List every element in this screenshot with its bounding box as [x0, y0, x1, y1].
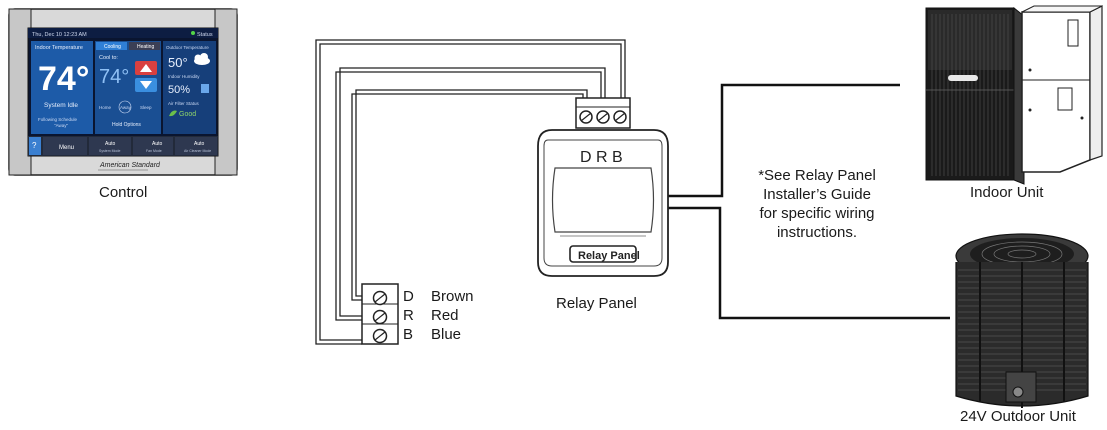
note-line-2: Installer’s Guide [763, 186, 871, 203]
control-datetime: Thu, Dec 10 12:23 AM [32, 32, 87, 38]
terminal-letter-r: R [403, 307, 414, 324]
fan-mode-label: Fan Mode [146, 149, 162, 153]
help-button[interactable] [29, 137, 41, 155]
brand-logo: American Standard [99, 162, 161, 169]
outdoor-temp-title: Outdoor Temperature [166, 45, 209, 50]
note-line-4: instructions. [776, 224, 858, 241]
outdoor-unit-label: 24V Outdoor Unit [960, 408, 1076, 425]
wire-color-blue: Blue [431, 326, 462, 343]
indoor-temp-title: Indoor Temperature [35, 45, 83, 51]
preset-away[interactable]: Away [120, 105, 132, 110]
wire-color-brown: Brown [431, 288, 474, 305]
installer-note: *See Relay Panel Installer’s Guide for s… [742, 166, 892, 242]
note-line-3: for specific wiring [759, 205, 875, 222]
indoor-unit-label: Indoor Unit [970, 184, 1044, 201]
menu-button[interactable] [43, 137, 87, 155]
wire-color-red: Red [431, 307, 459, 324]
relay-panel-terminal-letters: D R B [580, 149, 623, 166]
thermostat-wire-b [351, 89, 588, 301]
help-icon: ? [32, 141, 37, 150]
indoor-humidity-value: 50% [168, 84, 190, 96]
leaf-icon [169, 110, 177, 117]
outdoor-unit-wire [668, 206, 950, 320]
indoor-unit [925, 5, 1103, 185]
air-cleaner-button[interactable] [175, 137, 217, 155]
system-mode-button[interactable] [89, 137, 131, 155]
tab-heating[interactable] [129, 42, 160, 50]
system-mode-value: Auto [105, 141, 116, 147]
air-cleaner-label: Air Cleaner Mode [184, 149, 211, 153]
system-mode-status: System Idle [44, 102, 78, 109]
relay-terminal-block [575, 97, 631, 129]
system-mode-label: System Mode [99, 149, 120, 153]
humidity-icon [201, 84, 209, 93]
menu-label: Menu [59, 145, 74, 151]
thermostat-wire-d [315, 39, 626, 345]
fan-mode-value: Auto [152, 141, 163, 147]
control-status: Status [197, 32, 213, 38]
note-line-1: *See Relay Panel [758, 167, 876, 184]
thermostat-wire-r [335, 67, 606, 321]
outdoor-unit [955, 233, 1089, 408]
outdoor-temp-value: 50° [168, 55, 188, 70]
air-cleaner-value: Auto [194, 141, 205, 147]
cloud-icon [194, 53, 210, 65]
tab-heating-label: Heating [137, 44, 154, 50]
relay-panel [537, 129, 669, 277]
air-filter-label: Air Filter Status [168, 101, 200, 106]
hold-options-button[interactable]: Hold Options [112, 122, 141, 128]
cool-setpoint: 74° [99, 66, 129, 88]
control-label: Control [99, 184, 148, 201]
terminal-letter-b: B [403, 326, 414, 343]
fan-mode-button[interactable] [133, 137, 173, 155]
schedule-name: "Away" [54, 123, 69, 128]
thermostat-terminal-block [361, 283, 399, 345]
relay-panel-badge [569, 245, 637, 263]
preset-sleep[interactable]: Sleep [140, 105, 152, 110]
indoor-unit-wire [668, 83, 900, 198]
control-thermostat: Thu, Dec 10 12:23 AM Status Indoor Tempe… [8, 8, 238, 176]
tab-cooling-label: Cooling [104, 44, 121, 50]
schedule-status: Following Schedule [38, 117, 78, 122]
relay-panel-label: Relay Panel [556, 295, 637, 312]
preset-home[interactable]: Home [99, 105, 112, 110]
air-filter-value: Good [179, 111, 196, 118]
tab-cooling[interactable] [96, 42, 127, 50]
indoor-humidity-label: Indoor Humidity [168, 74, 200, 79]
terminal-letter-d: D [403, 288, 414, 305]
relay-panel-badge-text: Relay Panel [578, 250, 640, 262]
cool-to-label: Cool to: [99, 55, 118, 61]
indoor-temp-value: 74° [38, 60, 89, 98]
